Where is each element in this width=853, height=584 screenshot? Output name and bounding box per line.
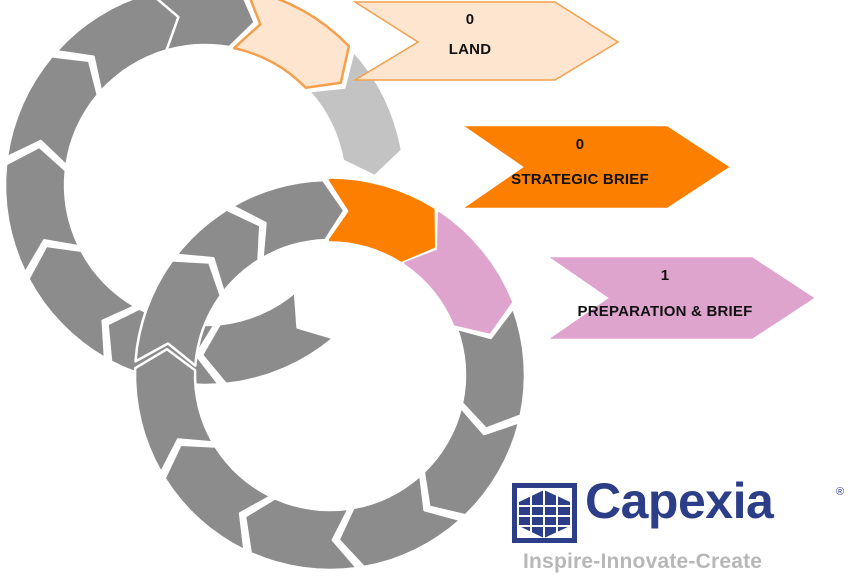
stage-number: 0 — [465, 11, 475, 28]
lower-ring-segment — [133, 347, 215, 474]
stage-title: PREPARATION & BRIEF — [577, 303, 753, 320]
stage-1-preparation-brief-arrow — [549, 257, 815, 339]
upper-ring-segment — [147, 0, 256, 54]
upper-ring-segment — [55, 0, 180, 93]
stage-title: LAND — [448, 41, 492, 58]
ring-upper — [3, 0, 404, 387]
lower-ring-segment — [243, 497, 359, 572]
lower-ring-segment — [422, 406, 521, 517]
registered-mark: ® — [836, 486, 845, 498]
lower-ring-segment — [134, 259, 223, 367]
stage-0-strategic-brief-label: 0 STRATEGIC BRIEF — [480, 137, 680, 187]
lower-ring-segment — [337, 474, 462, 569]
upper-ring-segment — [200, 290, 335, 386]
ring-lower — [133, 178, 527, 572]
stage-number: 0 — [575, 136, 585, 153]
lower-ring-segment — [328, 178, 436, 262]
upper-ring-segment — [3, 145, 81, 274]
capexia-logo-icon — [512, 483, 577, 543]
lower-ring-segment — [231, 178, 346, 260]
stage-0-land-label: 0 LAND — [420, 12, 520, 57]
stage-number: 1 — [660, 267, 670, 284]
stage-0-strategic-brief-arrow — [464, 126, 730, 208]
lower-ring-segment — [175, 208, 262, 294]
upper-ring-segment — [307, 49, 404, 178]
upper-ring-segment — [232, 0, 351, 89]
lower-ring-segment — [163, 443, 273, 552]
logo-wordmark: Capexia — [585, 473, 774, 529]
lower-ring-segment — [404, 212, 513, 334]
stage-1-preparation-brief-label: 1 PREPARATION & BRIEF — [540, 268, 790, 319]
upper-ring-segment — [5, 55, 100, 167]
stage-title: STRATEGIC BRIEF — [511, 171, 649, 188]
stage-0-land-arrow — [352, 1, 620, 81]
lower-ring-segment — [455, 307, 527, 430]
upper-ring-segment — [27, 244, 137, 360]
logo-tagline: Inspire-Innovate-Create — [523, 550, 763, 573]
